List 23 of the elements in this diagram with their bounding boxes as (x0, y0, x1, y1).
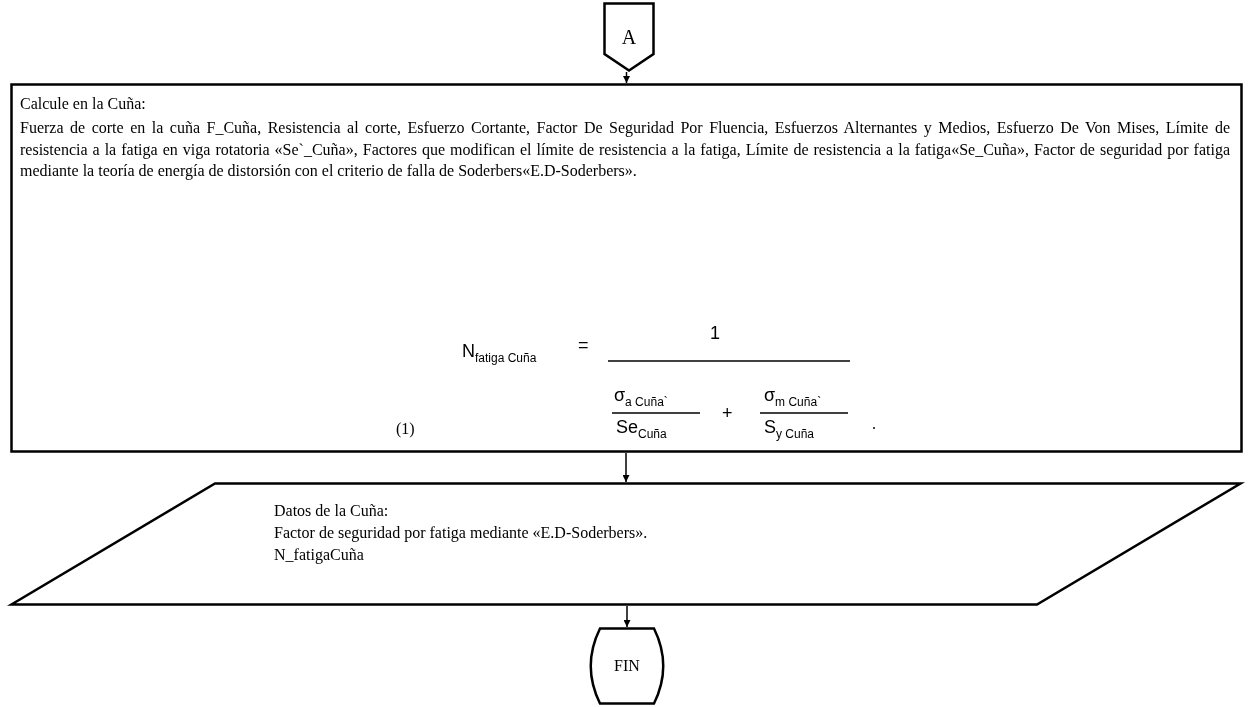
equation-number: (1) (396, 419, 415, 440)
arrow (623, 605, 631, 628)
formula-period: . (872, 414, 876, 434)
arrow (623, 71, 630, 84)
connector-letter: A (620, 25, 638, 50)
output-heading: Datos de la Cuña: (274, 501, 390, 521)
formula-numerator: 1 (710, 322, 720, 345)
arrow (622, 452, 630, 483)
formula-term: N$_{fatiga Cuña}$ (462, 340, 537, 366)
formula-plus: + (722, 402, 733, 425)
process-heading: Calcule en la Cuña: (20, 94, 147, 114)
off-page-connector (603, 2, 655, 72)
formula-term: σ$_{m Cuña`}$ (764, 384, 822, 410)
formula-term: S$_{y Cuña}$ (764, 416, 815, 442)
formula-term: σ$_{a Cuña`}$ (614, 384, 668, 410)
process-description: Fuerza de corte en la cuña F_Cuña, Resistencia al corte, Esfuerzo Cortante, Factor De Seguridad Por Fluencia, Esfuerzos Alternantes y Medios, Esfuerzo De Von Mises, Límite de resistencia a la fatiga en viga rotatoria «Se`_Cuña», Factores que modifican el límite de resistencia a la fatiga, Límite de resistencia a la fatiga«Se_Cuña», Factor de seguridad por fatiga mediante la teoría de energía de distorsión con el criterio de falla de Soderbers«E.D-Soderbers». (20, 118, 1230, 182)
output-description: Factor de seguridad por fatiga mediante «E.D-Soderbers». (274, 523, 649, 544)
formula-equals: = (578, 334, 589, 357)
formula-term: Se$_{Cuña}$ (616, 416, 667, 442)
terminator-label: FIN (613, 656, 641, 676)
output-variable: N_fatigaCuña (274, 545, 365, 566)
process-box (10, 83, 1243, 453)
data-parallelogram (10, 482, 1242, 606)
